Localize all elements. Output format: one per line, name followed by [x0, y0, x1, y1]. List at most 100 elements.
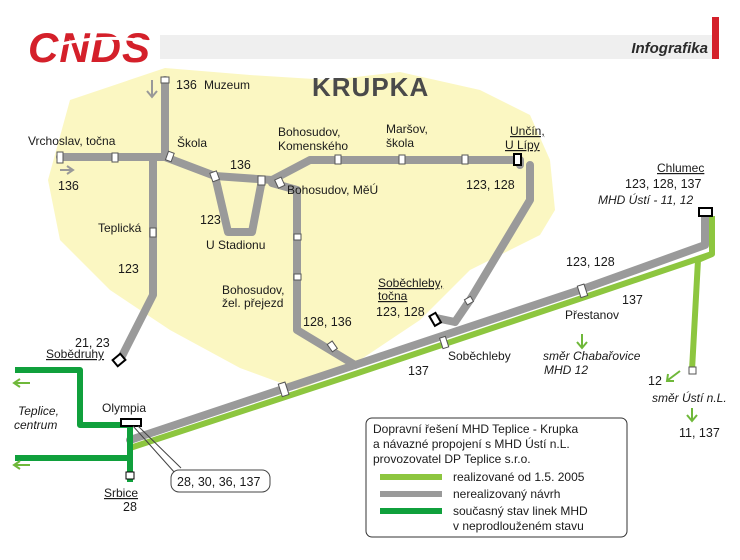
arrow-teplice-1	[12, 378, 30, 388]
stop-teplicka	[149, 227, 157, 238]
label-srbice-route: 28	[123, 500, 137, 514]
label-route-21-23: 21, 23	[75, 336, 110, 350]
stop-marsov-2	[461, 154, 469, 165]
label-vrchoslav-route: 136	[58, 179, 79, 193]
arrows	[12, 80, 698, 470]
label-srbice: Srbice	[104, 486, 138, 500]
label-sob-tocna-1: Soběchleby,	[378, 276, 443, 290]
label-sobechleby: Soběchleby	[448, 349, 511, 363]
label-route-137-east: 137	[622, 293, 643, 307]
stop-zel	[293, 233, 302, 241]
stop-zel-2	[293, 273, 302, 281]
label-vrchoslav: Vrchoslav, točna	[28, 134, 116, 148]
stop-skola-2	[209, 170, 221, 183]
label-marsov-1: Maršov,	[386, 122, 428, 136]
stop-marsov	[398, 154, 406, 165]
stop-sobechleby	[438, 335, 450, 350]
label-teplice-2: centrum	[14, 418, 57, 432]
label-sobedruhy: Sobědruhy	[46, 347, 104, 361]
arrow-usti-down	[686, 408, 698, 423]
label-olympia-routes: 28, 30, 36, 137	[177, 475, 260, 489]
stop-vrchoslav	[56, 151, 64, 164]
label-uncin-1: Unčín,	[510, 124, 545, 138]
label-zel-1: Bohosudov,	[222, 283, 285, 297]
stop-uncin	[513, 153, 522, 166]
label-route-136-center: 136	[230, 158, 251, 172]
stop-usti	[688, 366, 697, 375]
label-route-123-teplicka: 123	[118, 262, 139, 276]
label-uncin-2: U Lípy	[505, 138, 540, 152]
dark-green-sobedruhy	[15, 367, 130, 428]
arrow-vrchoslav	[60, 165, 75, 175]
arrow-route-12	[665, 370, 681, 382]
label-route-137-low: 137	[408, 364, 429, 378]
label-chlumec: Chlumec	[657, 161, 704, 175]
label-komenskeho-2: Komenského	[278, 139, 348, 153]
section-title: Infografika	[631, 40, 708, 57]
arrow-teplice-2	[12, 460, 30, 470]
label-teplice-1: Teplice,	[18, 404, 59, 418]
legend-label-realized: realizované od 1.5. 2005	[453, 470, 585, 484]
label-u-stadionu: U Stadionu	[206, 238, 265, 252]
legend-label-proposal: nerealizovaný návrh	[453, 487, 560, 501]
arrow-chabarovice	[576, 334, 588, 350]
legend-title-3: provozovatel DP Teplice s.r.o.	[373, 452, 531, 466]
legend-swatch-realized	[380, 474, 442, 480]
light-green-usti	[689, 216, 715, 371]
legend-box	[365, 417, 628, 538]
stop-meu	[274, 176, 286, 189]
stop-komenskeho	[334, 154, 342, 165]
stop-vrchoslav-mid	[111, 152, 119, 163]
legend: Dopravní řešení MHD Teplice - Krupka a n…	[365, 417, 628, 538]
arrow-museum	[146, 80, 158, 99]
stop-markers	[56, 76, 713, 480]
map-title: KRUPKA	[312, 72, 429, 102]
label-museum: Muzeum	[204, 78, 250, 92]
label-komenskeho-1: Bohosudov,	[278, 125, 341, 139]
light-green-lines	[129, 216, 715, 451]
stop-136	[257, 175, 266, 186]
map-shape-0	[132, 425, 182, 474]
map-labels: 136 Muzeum Vrchoslav, točna 136 Škola 13…	[14, 78, 727, 514]
label-museum-route: 136	[176, 78, 197, 92]
label-route-123-128-east: 123, 128	[566, 255, 615, 269]
stop-srbice	[125, 471, 135, 480]
stop-muzeum	[160, 76, 170, 84]
label-route-12: 12	[648, 374, 662, 388]
stop-mid	[277, 381, 290, 398]
legend-title-2: a návazné propojení s MHD Ústí n.L.	[373, 436, 570, 451]
legend-label-current-1: současný stav linek MHD	[453, 504, 588, 518]
label-chabarovice-2: MHD 12	[544, 363, 588, 377]
label-zel-2: žel. přejezd	[222, 296, 283, 310]
label-usti-routes: 11, 137	[679, 426, 720, 440]
stop-sobechleby-tocna	[428, 311, 443, 328]
label-mhd-usti: MHD Ústí - 11, 12	[598, 192, 693, 207]
label-meu: Bohosudov, MěÚ	[287, 182, 378, 197]
legend-title-1: Dopravní řešení MHD Teplice - Krupka	[373, 422, 579, 436]
label-prestanov: Přestanov	[565, 308, 619, 322]
header-bar	[160, 35, 718, 59]
stop-chlumec	[698, 207, 713, 217]
header-accent	[712, 17, 719, 59]
olympia-callout	[132, 425, 271, 493]
map-shape-1	[170, 469, 271, 493]
gray-line-zelprejezd	[268, 179, 359, 369]
gray-line-teplicka	[116, 153, 157, 364]
label-route-128-136: 128, 136	[303, 315, 352, 329]
stop-skola	[164, 150, 175, 163]
label-marsov-2: škola	[386, 136, 414, 150]
label-skola: Škola	[177, 135, 207, 150]
header: CNDS Infografika	[28, 17, 719, 71]
stop-olympia	[120, 418, 142, 427]
gray-line-stadion-loop	[211, 172, 266, 236]
legend-label-current-2: v neprodlouženém stavu	[453, 519, 584, 533]
stop-sobedruhy	[111, 352, 127, 368]
label-olympia: Olympia	[102, 401, 146, 415]
legend-swatch-current	[380, 508, 442, 514]
stop-sob-line	[463, 295, 475, 306]
label-usti-dir: směr Ústí n.L.	[652, 390, 727, 405]
logo-swoosh	[39, 36, 151, 52]
label-sob-tocna-2: točna	[378, 289, 408, 303]
